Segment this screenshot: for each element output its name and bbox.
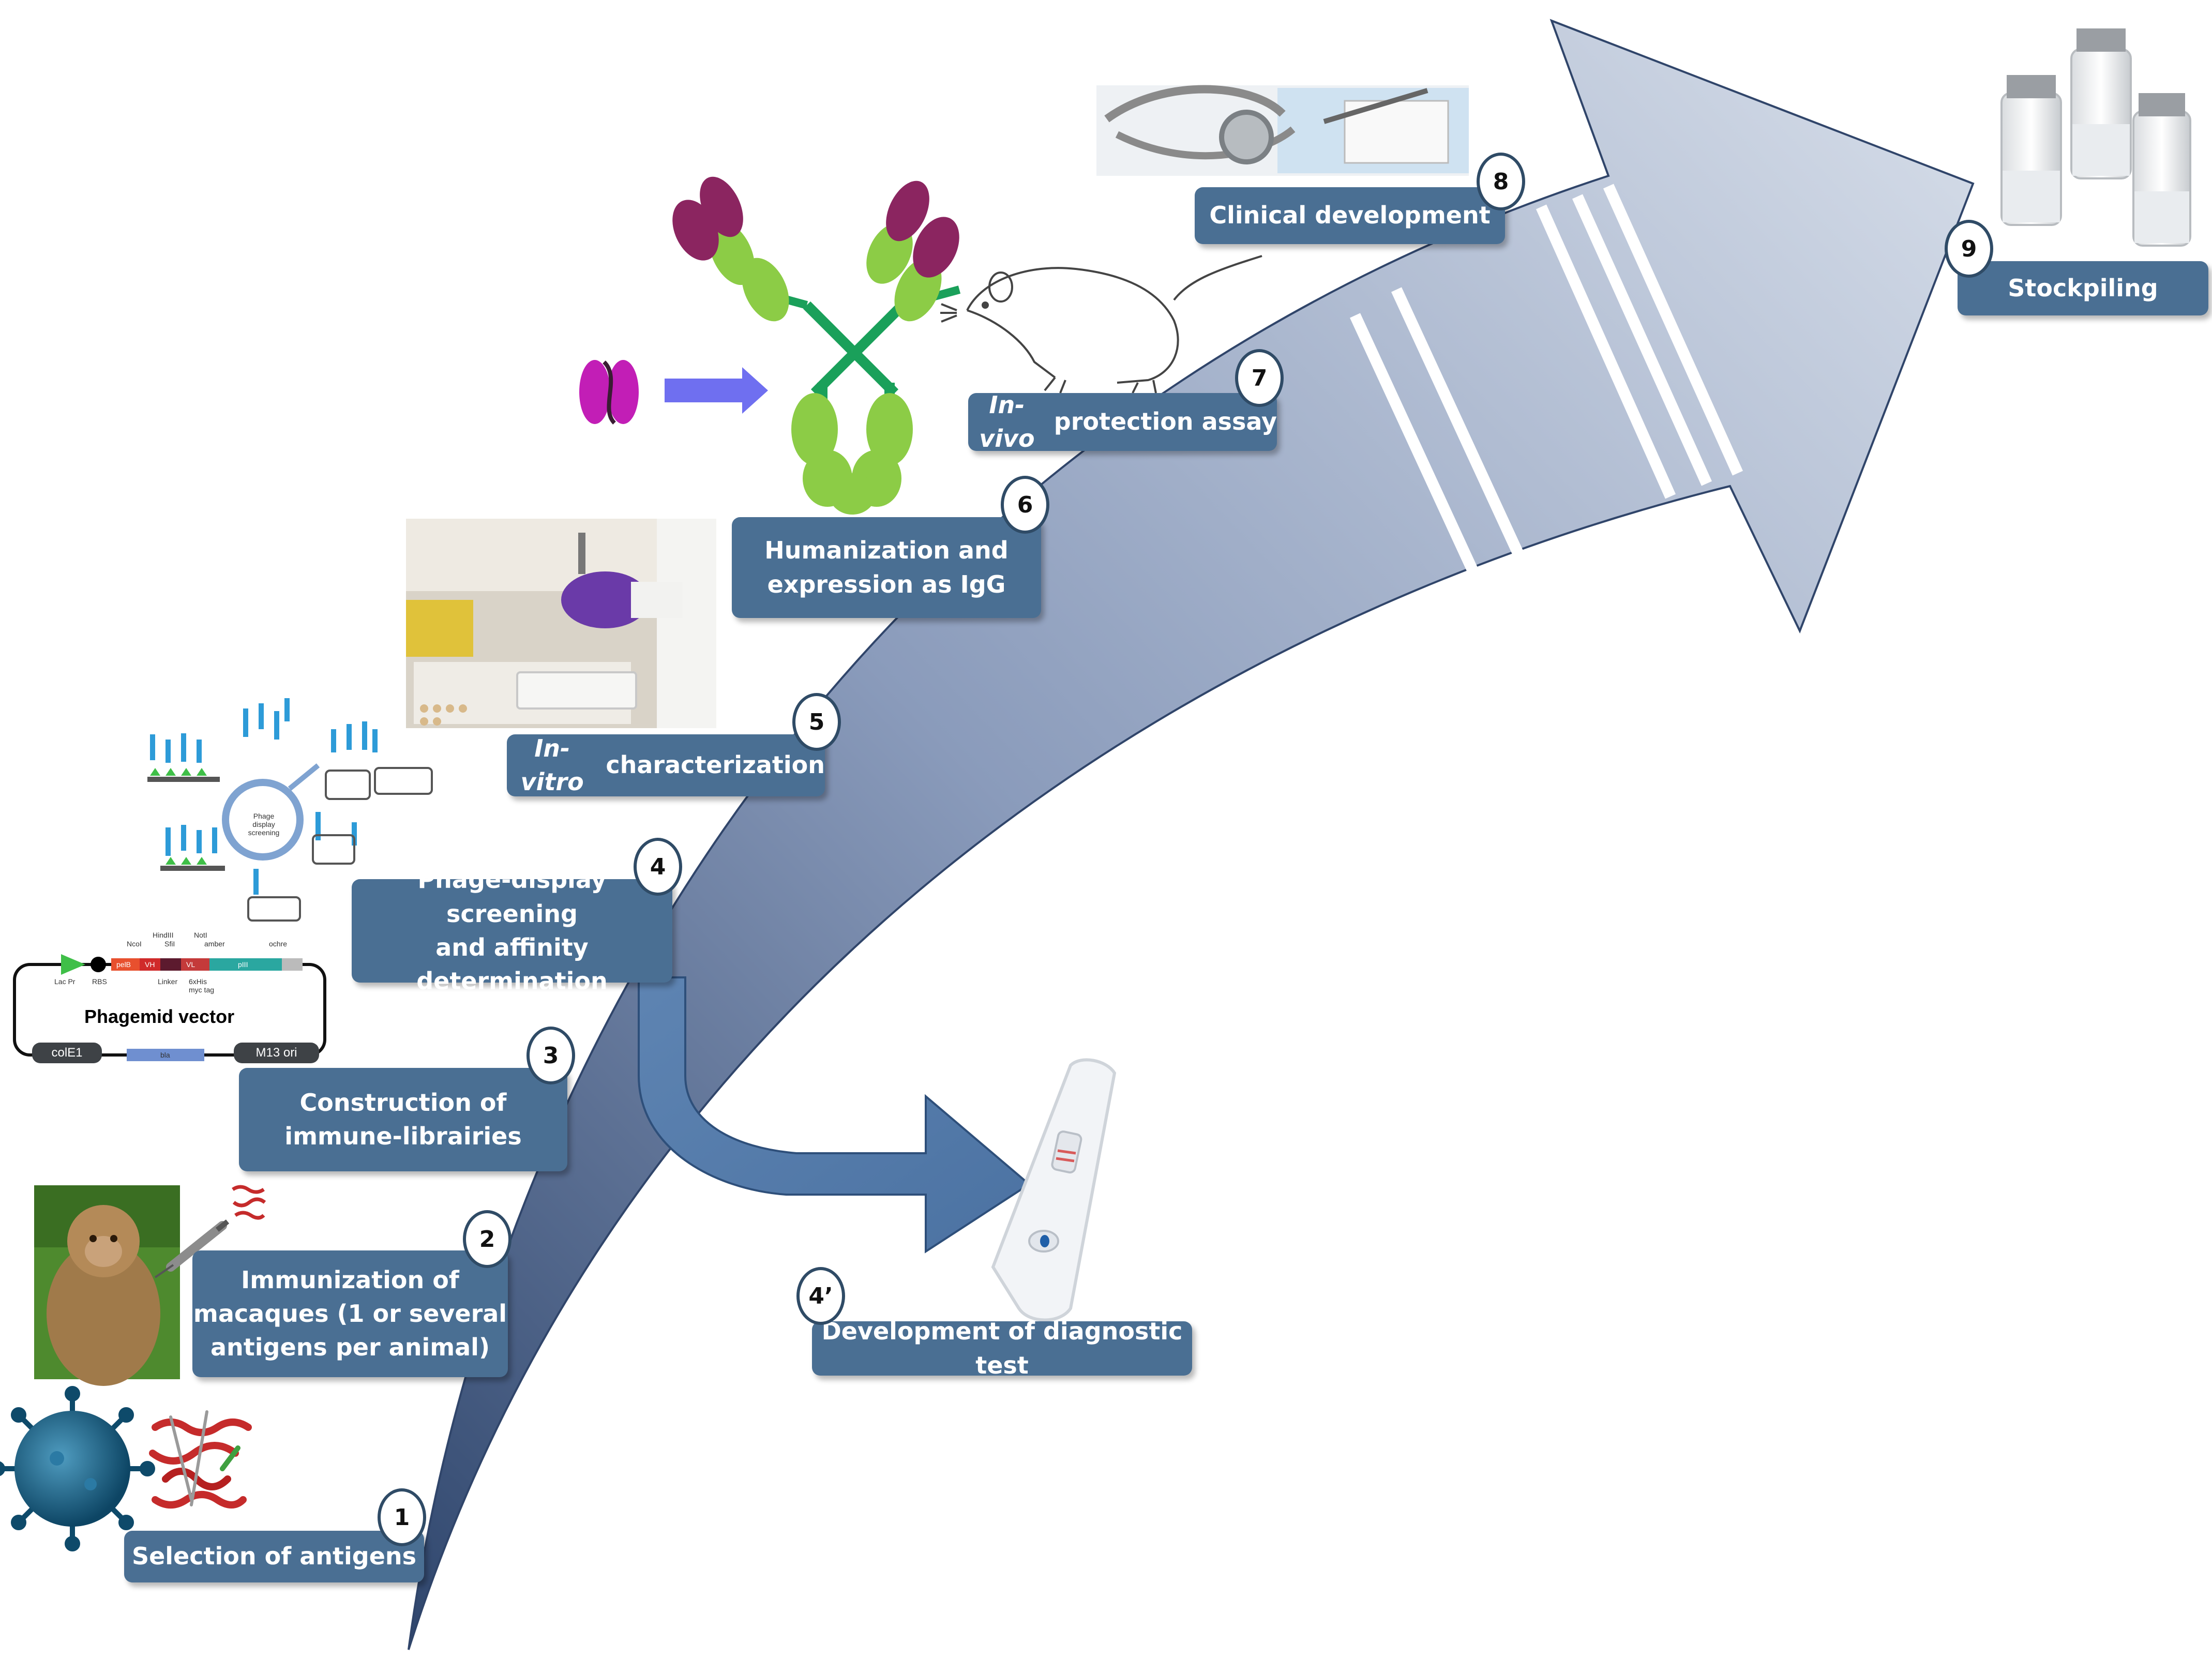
step-4-box: Phage-display screening and affinity det… bbox=[352, 866, 672, 995]
step-5-box: In-vitro characterization bbox=[507, 734, 825, 796]
step-4-badge: 4 bbox=[634, 838, 682, 896]
vector-label-bla: bla bbox=[160, 1051, 170, 1059]
step-1-label: Selection of antigens bbox=[131, 1542, 417, 1571]
vector-label-sfii: SfiI bbox=[164, 940, 175, 948]
clinical-photo bbox=[1096, 85, 1469, 176]
lab-photo bbox=[406, 519, 716, 728]
step-4-line-2: and affinity determination bbox=[416, 933, 608, 996]
phage-display-screening-label: Phage display screening bbox=[248, 812, 280, 837]
step-2-line-3: antigens per animal) bbox=[210, 1333, 490, 1362]
step-2-line-1: Immunization of bbox=[241, 1265, 459, 1294]
diagnostic-branch-arrow bbox=[638, 976, 1031, 1254]
fab-fragment-icon bbox=[579, 360, 639, 425]
vector-label-lacpr: Lac Pr bbox=[54, 977, 76, 986]
igg-antibody-icon bbox=[672, 176, 961, 515]
vector-label-noti: NotI bbox=[194, 931, 207, 939]
step-9-box: Stockpiling bbox=[1958, 261, 2208, 315]
step-6-box: Humanization and expression as IgG bbox=[732, 517, 1041, 618]
vector-label-ochre: ochre bbox=[269, 940, 288, 948]
step-3-line-1: Construction of bbox=[299, 1088, 507, 1117]
lac-promoter-shape bbox=[61, 954, 85, 975]
vector-label-piii: pIII bbox=[238, 960, 248, 969]
vector-label-tag: 6xHis myc tag bbox=[189, 977, 215, 994]
step-6-line-2: expression as IgG bbox=[767, 570, 1006, 598]
step-4prime-badge: 4’ bbox=[796, 1267, 845, 1325]
step-9-badge: 9 bbox=[1945, 220, 1993, 278]
arrow-stripes bbox=[1350, 184, 1743, 587]
vector-label-ncoi: NcoI bbox=[127, 940, 142, 948]
step-9-label: Stockpiling bbox=[2008, 274, 2158, 302]
step-2-line-2: macaques (1 or several bbox=[193, 1299, 507, 1328]
macaque-photo bbox=[34, 1185, 180, 1386]
bla-gene bbox=[127, 1049, 204, 1061]
step-4prime-box: Development of diagnostic test bbox=[812, 1317, 1192, 1379]
step-3-badge: 3 bbox=[526, 1027, 575, 1084]
conversion-arrow bbox=[665, 367, 768, 414]
main-progress-arrow bbox=[408, 19, 1975, 1650]
rbs-marker bbox=[91, 957, 106, 972]
phage-display-diagram bbox=[147, 698, 433, 922]
step-4prime-label: Development of diagnostic test bbox=[821, 1317, 1183, 1379]
vector-colE1: colE1 bbox=[32, 1043, 102, 1063]
vials-icon bbox=[2000, 28, 2191, 247]
step-2-box: Immunization of macaques (1 or several a… bbox=[192, 1250, 508, 1377]
diagnostic-test-icon bbox=[991, 1058, 1117, 1322]
vector-m13-ori: M13 ori bbox=[234, 1043, 319, 1063]
step-8-label: Clinical development bbox=[1209, 201, 1491, 230]
step-4-line-1: Phage-display screening bbox=[417, 866, 607, 928]
protein-structure-icon bbox=[149, 1410, 252, 1509]
phagemid-vector bbox=[13, 954, 326, 1061]
vector-label-vh: VH bbox=[145, 960, 155, 969]
step-6-line-1: Humanization and bbox=[764, 536, 1009, 565]
step-3-line-2: immune-librairies bbox=[284, 1122, 522, 1150]
vector-label-vl: VL bbox=[186, 960, 195, 969]
step-2-badge: 2 bbox=[463, 1210, 511, 1268]
step-3-box: Construction of immune-librairies bbox=[239, 1068, 567, 1171]
vector-label-rbs: RBS bbox=[92, 977, 107, 986]
step-7-italic: In-vivo bbox=[979, 390, 1035, 453]
vector-label-amber: amber bbox=[204, 940, 225, 948]
virus-icon bbox=[0, 1386, 155, 1551]
vector-label-pelb: pelB bbox=[116, 960, 131, 969]
antigen-small-icon bbox=[232, 1185, 266, 1220]
step-1-box: Selection of antigens bbox=[124, 1531, 424, 1582]
step-8-box: Clinical development bbox=[1195, 187, 1505, 244]
step-1-badge: 1 bbox=[378, 1488, 426, 1546]
step-7-rest: protection assay bbox=[1045, 408, 1277, 436]
vector-label-hindiii: HindIII bbox=[153, 931, 174, 939]
step-6-badge: 6 bbox=[1001, 476, 1049, 534]
step-5-rest: characterization bbox=[597, 751, 825, 779]
syringe-icon bbox=[154, 1219, 230, 1278]
phagemid-vector-title: Phagemid vector bbox=[84, 1006, 235, 1027]
step-5-italic: In-vitro bbox=[520, 734, 584, 796]
mouse-drawing bbox=[940, 255, 1262, 394]
step-5-badge: 5 bbox=[792, 693, 841, 751]
step-8-badge: 8 bbox=[1477, 153, 1525, 210]
step-7-badge: 7 bbox=[1235, 349, 1284, 407]
step-7-box: In-vivo protection assay bbox=[968, 391, 1277, 453]
vector-label-linker: Linker bbox=[158, 977, 178, 986]
